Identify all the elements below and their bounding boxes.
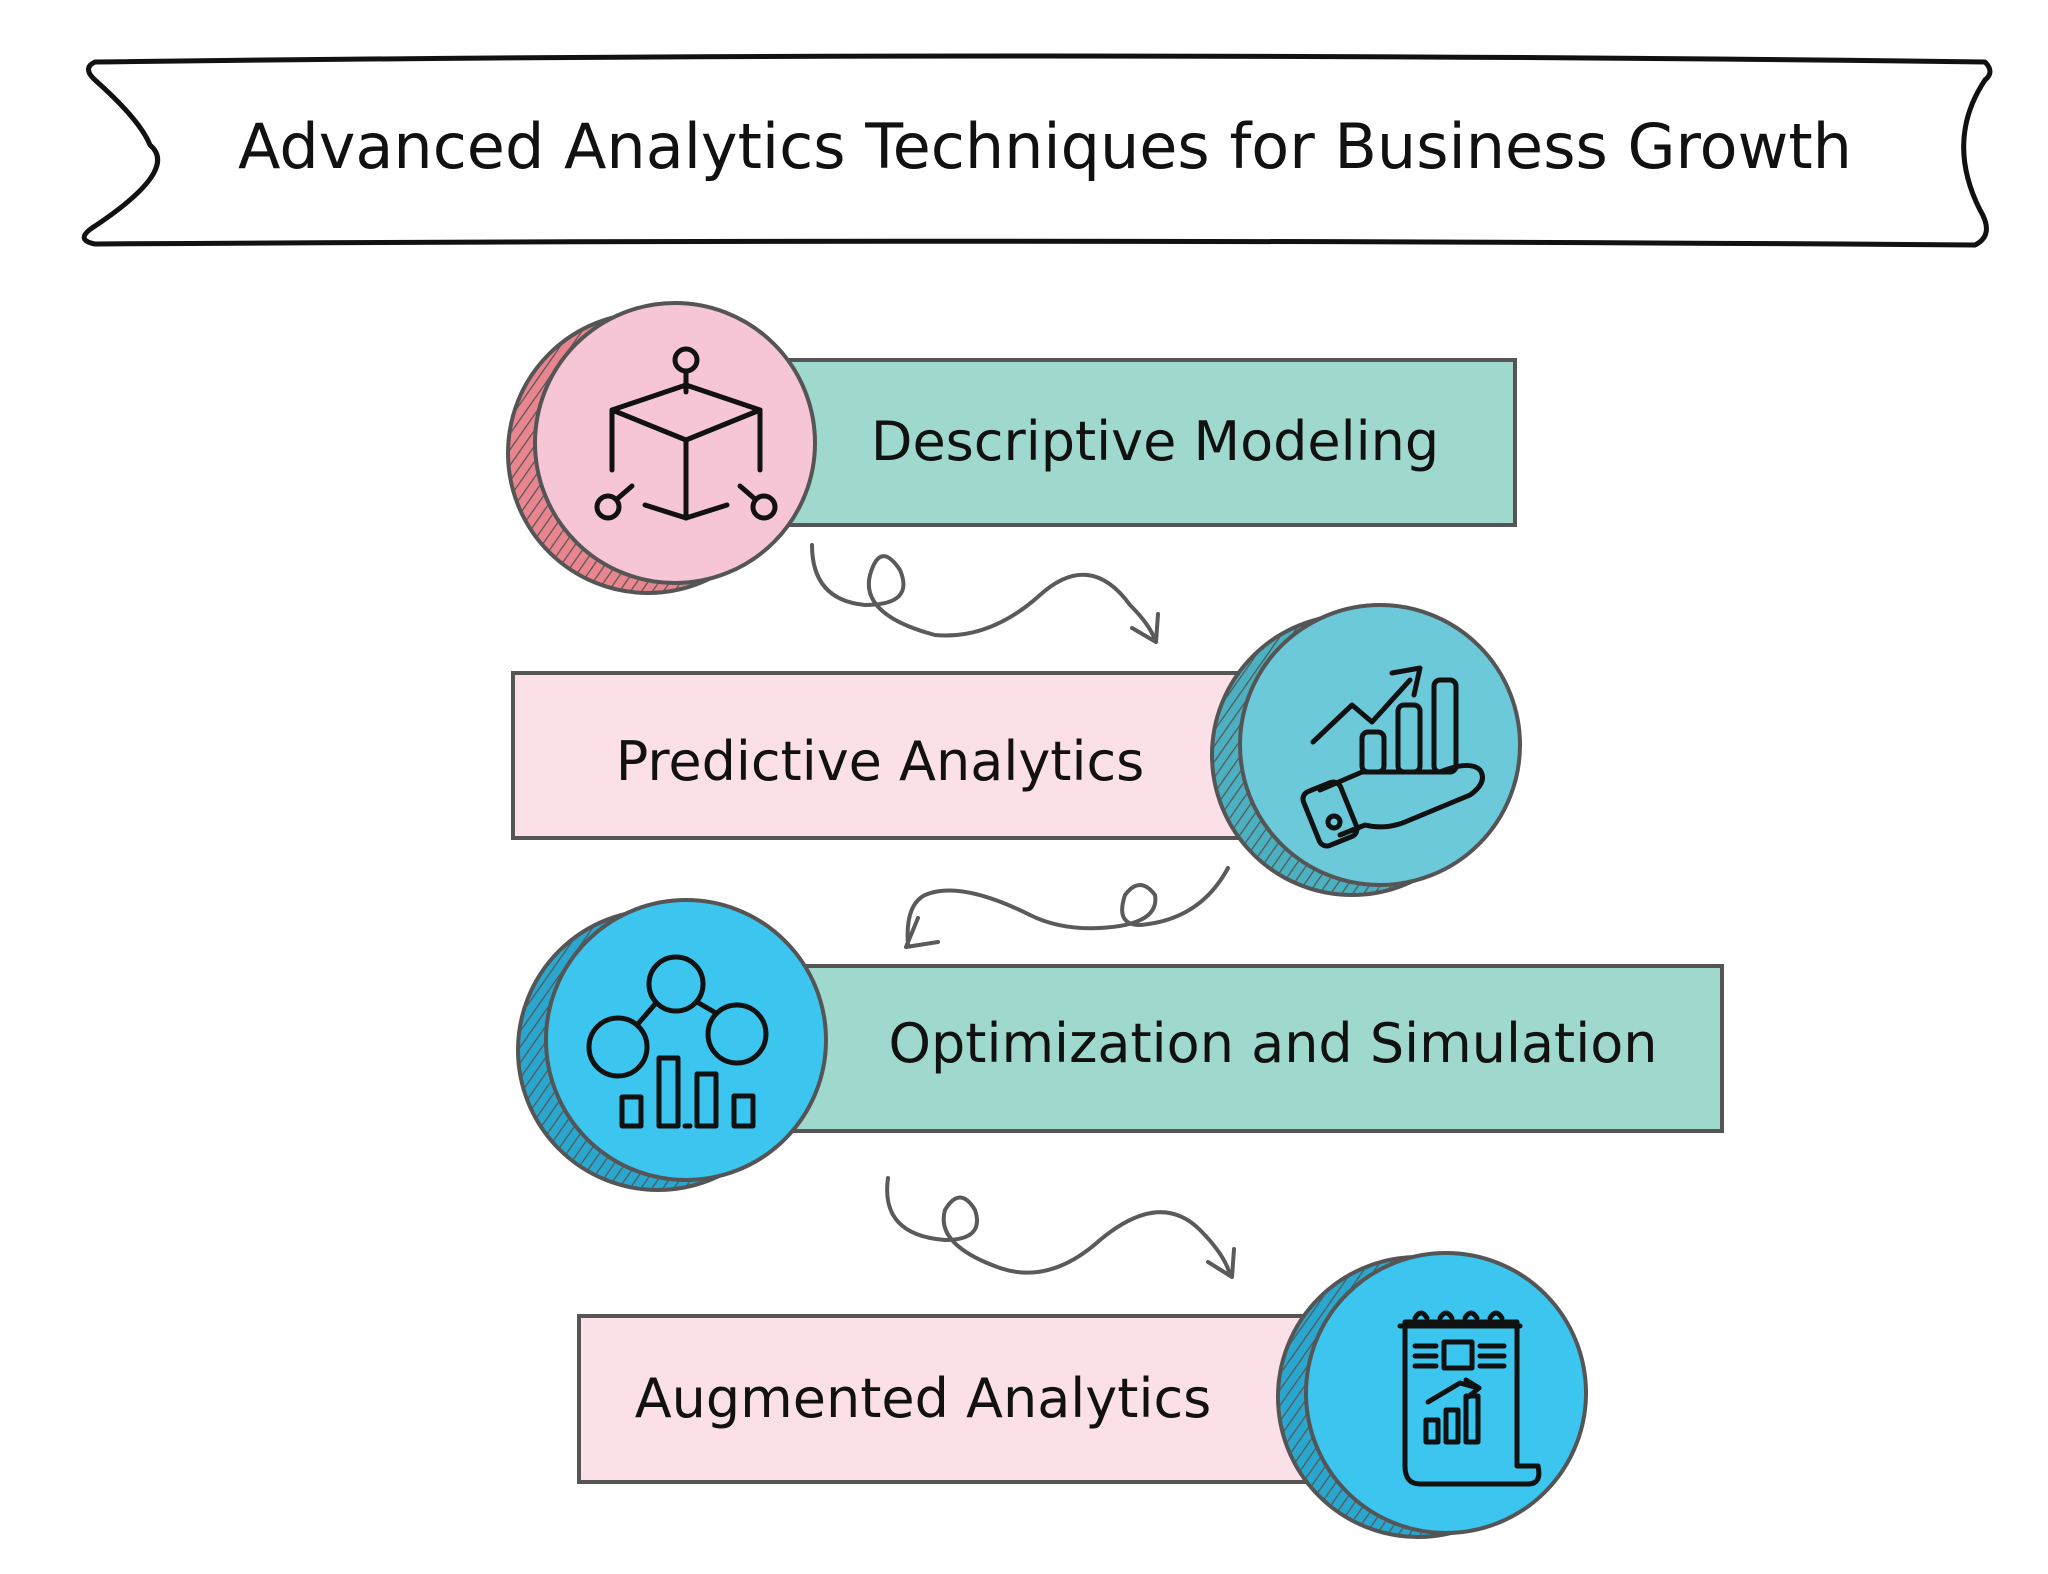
title-banner: Advanced Analytics Techniques for Busine… (81, 53, 1993, 248)
connector-arrowhead-1 (1130, 612, 1160, 644)
connector-arrow-3 (885, 1176, 1232, 1277)
banner-outline (81, 53, 1993, 248)
step-4-coin (1276, 1251, 1588, 1539)
connector-arrowhead-2 (904, 916, 940, 949)
step-2-coin (1210, 603, 1522, 897)
step-4-bar (577, 1314, 1343, 1484)
step-1-bar (773, 358, 1517, 527)
report-scroll-chart-icon (1397, 1310, 1542, 1487)
step-3-bar (788, 964, 1724, 1133)
step-2-label: Predictive Analytics (616, 730, 1145, 793)
connector-arrowhead-3 (1206, 1247, 1236, 1279)
step-1-label: Descriptive Modeling (871, 410, 1439, 473)
step-1-coin (506, 301, 817, 595)
step-4-label: Augmented Analytics (635, 1367, 1212, 1430)
step-2-bar (511, 671, 1275, 840)
step-3-coin (516, 898, 828, 1192)
connector-arrow-2 (905, 866, 1230, 947)
cube-network-icon (594, 346, 778, 521)
step-descriptive-modeling: Descriptive Modeling (506, 301, 1517, 595)
step-optimization-simulation: Optimization and Simulation (516, 898, 1724, 1192)
step-3-label: Optimization and Simulation (889, 1012, 1658, 1075)
nodes-bar-chart-icon (586, 954, 769, 1129)
step-augmented-analytics: Augmented Analytics (577, 1251, 1588, 1539)
banner-title: Advanced Analytics Techniques for Busine… (238, 110, 1852, 183)
hand-growth-chart-icon (1300, 665, 1485, 849)
connector-arrow-1 (810, 543, 1157, 642)
step-predictive-analytics: Predictive Analytics (511, 603, 1522, 897)
